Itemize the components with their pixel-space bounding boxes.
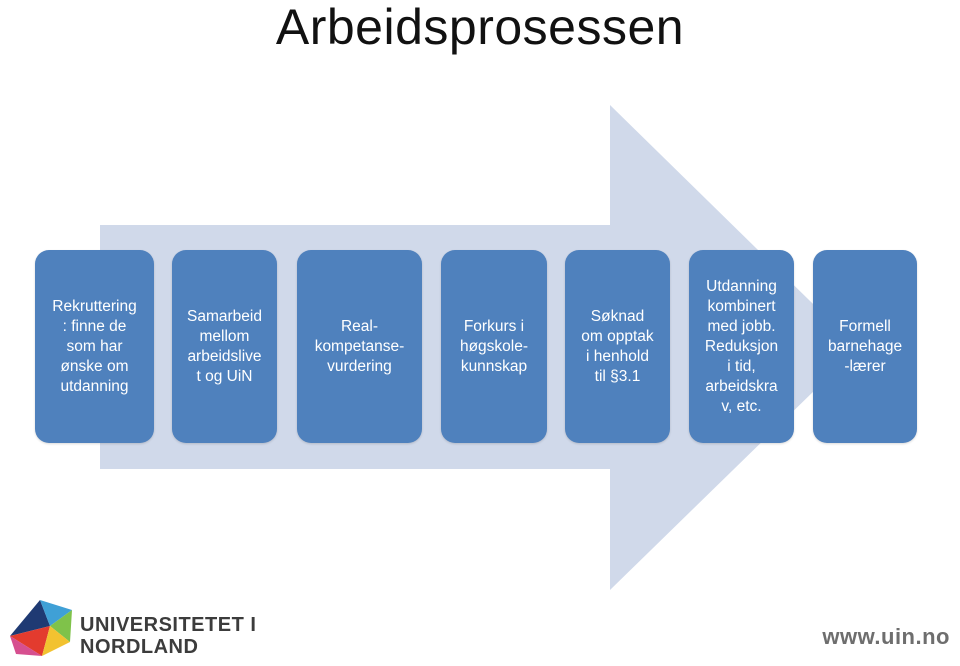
step-education-with-job: Utdanning kombinert med jobb. Reduksjon …	[689, 250, 794, 443]
step-competence-assessment: Real- kompetanse- vurdering	[297, 250, 422, 443]
step-application: Søknad om opptak i henhold til §3.1	[565, 250, 670, 443]
footer: UNIVERSITETET I NORDLAND www.uin.no	[0, 590, 960, 666]
step-recruitment: Rekruttering : finne de som har ønske om…	[35, 250, 154, 443]
step-kindergarten-teacher: Formell barnehage -lærer	[813, 250, 917, 443]
step-collaboration: Samarbeid mellom arbeidslive t og UiN	[172, 250, 277, 443]
website-url: www.uin.no	[822, 624, 950, 649]
page-title: Arbeidsprosessen	[275, 0, 685, 55]
step-preparatory-course: Forkurs i høgskole- kunnskap	[441, 250, 547, 443]
university-logo-icon	[10, 600, 72, 656]
university-name: UNIVERSITETET I NORDLAND	[80, 614, 257, 658]
